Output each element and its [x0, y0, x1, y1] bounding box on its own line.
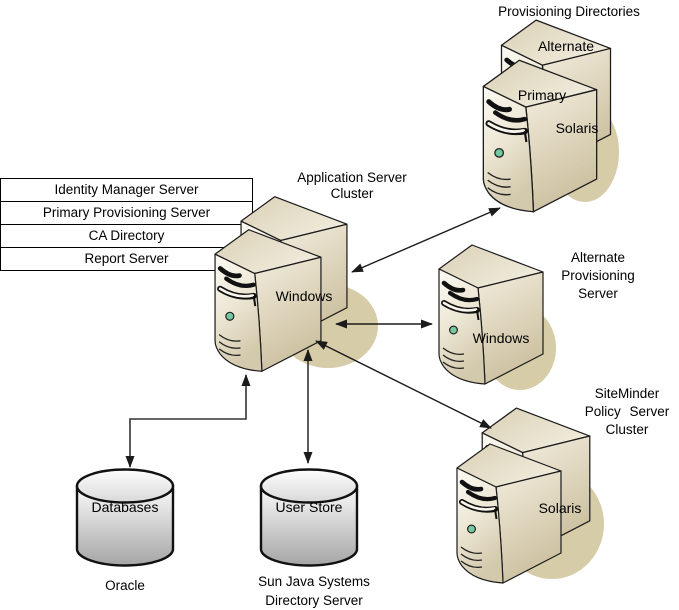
arrow-app-cluster-to-siteminder-cluster — [315, 340, 492, 429]
database-cylinder-icon — [75, 468, 175, 567]
application-server-cluster-title: Application Server Cluster — [272, 170, 432, 202]
provisioning-directories-os-label: Solaris — [555, 120, 599, 136]
caption-line: Directory Server — [265, 593, 363, 608]
primary-directory-label: Primary — [517, 87, 567, 103]
arrow-app-cluster-to-databases — [125, 374, 251, 468]
database-cylinder-icon — [259, 468, 359, 567]
table-row: CA Directory — [0, 224, 253, 248]
title-line: Cluster — [605, 422, 649, 437]
caption-line: Sun Java Systems — [258, 574, 370, 589]
title-line: Policy Server — [584, 404, 670, 419]
title-line: Alternate — [570, 250, 626, 265]
alternate-provisioning-server-title: Alternate Provisioning Server — [548, 249, 648, 303]
siteminder-os-label: Solaris — [538, 500, 582, 516]
application-server-cluster-os-label: Windows — [275, 288, 333, 304]
table-row: Identity Manager Server — [0, 178, 253, 202]
arrow-app-cluster-to-provisioning-directories — [351, 207, 501, 273]
title-line: Provisioning — [561, 268, 635, 283]
databases-label: Databases — [91, 499, 159, 515]
provisioning-directories-title: Provisioning Directories — [498, 4, 640, 19]
title-line: Cluster — [330, 186, 374, 201]
siteminder-policy-server-cluster-title: SiteMinder Policy Server Cluster — [557, 385, 679, 439]
server-role-table: Identity Manager Server Primary Provisio… — [0, 178, 253, 271]
table-row-label: CA Directory — [88, 228, 165, 243]
title-line: SiteMinder — [594, 386, 660, 401]
databases-caption: Oracle — [105, 578, 145, 593]
table-row: Report Server — [0, 247, 253, 271]
alternate-directory-label: Alternate — [537, 38, 595, 54]
table-row-label: Identity Manager Server — [54, 182, 199, 197]
table-row-label: Report Server — [84, 251, 169, 266]
user-store-label: User Store — [275, 499, 343, 515]
title-line: Server — [578, 286, 618, 301]
title-line: Application Server — [297, 170, 407, 185]
alternate-provisioning-server-os-label: Windows — [472, 330, 530, 346]
table-row-label: Primary Provisioning Server — [42, 205, 211, 220]
user-store-caption: Sun Java Systems Directory Server — [234, 572, 394, 610]
